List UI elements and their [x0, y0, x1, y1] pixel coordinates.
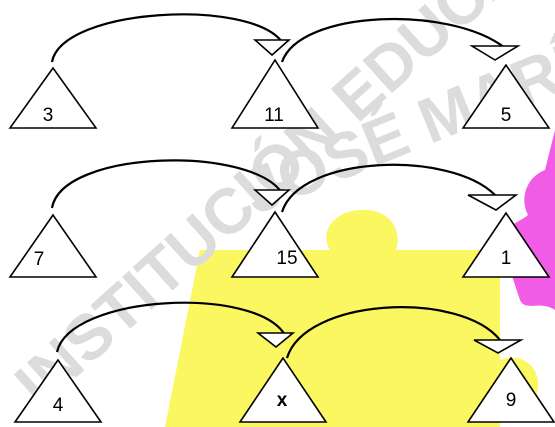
value-left: 4 — [53, 395, 64, 416]
value-right: 1 — [501, 248, 512, 269]
arc-left-to-middle — [52, 14, 282, 62]
arrow-head — [255, 40, 289, 55]
value-middle-unknown: x — [277, 390, 288, 411]
value-right: 9 — [506, 390, 517, 411]
value-left: 7 — [34, 249, 45, 270]
value-right: 5 — [501, 105, 512, 126]
arrow-head — [468, 195, 516, 210]
value-middle: 15 — [276, 248, 297, 269]
triangle-left — [10, 215, 96, 277]
value-middle: 11 — [264, 105, 284, 126]
value-left: 3 — [43, 105, 54, 126]
